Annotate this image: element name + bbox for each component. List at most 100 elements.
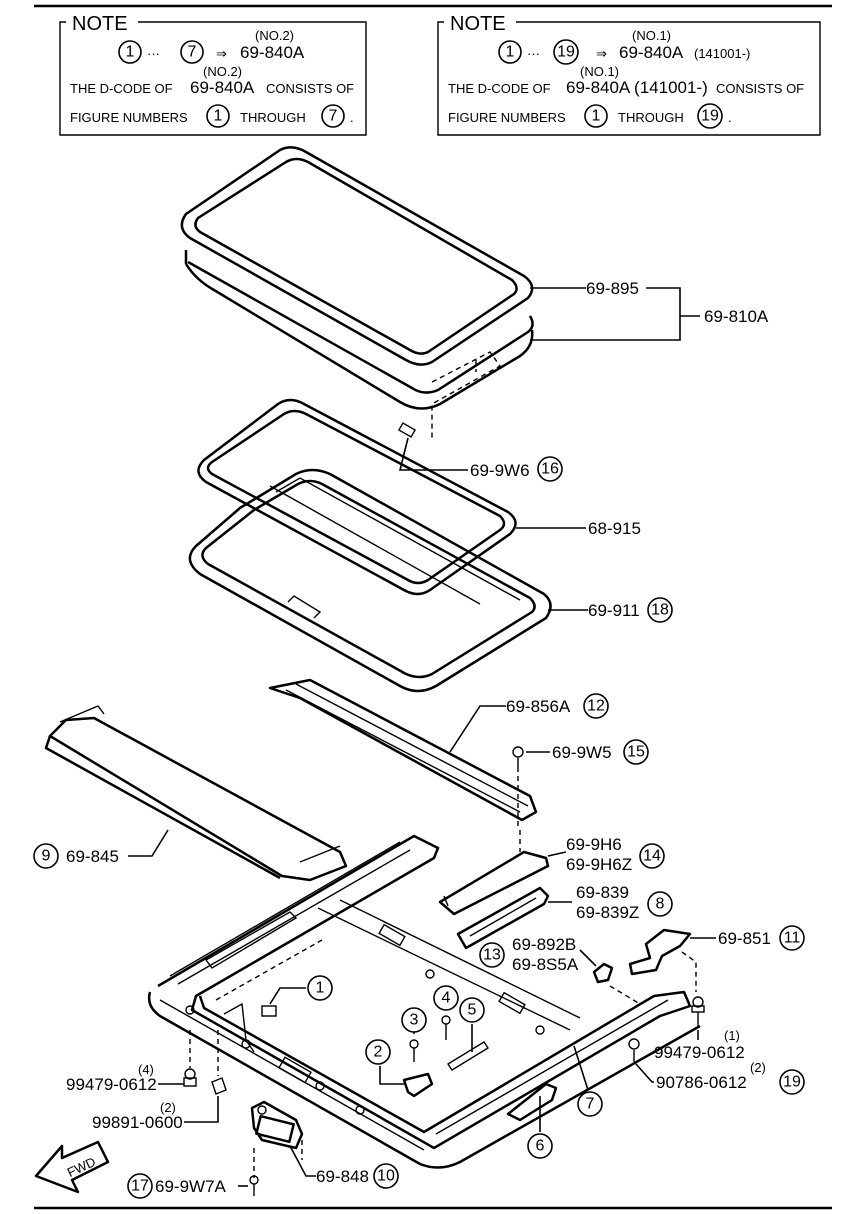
note-line3-pre: FIGURE NUMBERS [70,110,188,125]
note-line2-pre: THE D-CODE OF [448,81,551,96]
label-99891: 99891-0600 [92,1113,183,1132]
callout-5: 5 [468,1002,477,1019]
note-range-start-circle [118,40,142,64]
note-sup-code: (NO.2) [255,28,294,43]
note-line3-mid: THROUGH [618,110,684,125]
label-69-856A: 69-856A [506,697,571,716]
note-line3-pre: FIGURE NUMBERS [448,110,566,125]
note-arrow: ⇒ [216,46,227,61]
note-line3-start: 1 [214,108,223,125]
callout-18: 18 [651,602,669,619]
callout-12-circle [583,693,609,719]
label-90786-qty: (2) [750,1060,766,1075]
callout-16: 16 [541,461,559,478]
callout-15: 15 [627,744,645,761]
label-69-9W5: 69-9W5 [552,743,612,762]
callout-11: 11 [784,930,801,947]
part-fig7 [573,1045,589,1091]
deflector-69-856A [268,678,538,822]
motor-69-848 [250,1100,316,1178]
callout-1-circle [307,975,333,1001]
bolt-99479-left [158,1068,197,1087]
callout-14: 14 [643,848,661,865]
note-box-right: NOTE 1 ··· 19 ⇒ (NO.1) 69-840A (141001-)… [437,13,821,136]
seal-ring-68-915 [197,398,586,596]
part-fig1 [261,987,306,1017]
callout-10-circle [373,1163,399,1189]
bracket-69-892B [579,949,641,1005]
note-line3-end-circle [321,104,345,128]
callout-14-circle [639,843,665,869]
callout-15-circle [623,739,649,765]
label-99479-left-qty: (4) [138,1062,154,1077]
callout-4: 4 [442,990,451,1007]
note-line2-sup: (NO.1) [580,64,619,79]
callout-9-circle [33,843,59,869]
screw-69-9W5 [512,746,550,830]
glass-panel-assembly [180,146,700,440]
note-line3-mid: THROUGH [240,110,306,125]
callout-3-circle [401,1007,427,1033]
screw-69-9W7A [238,1175,259,1196]
callout-11-circle [779,925,805,951]
callout-9: 9 [42,848,51,865]
label-69-9H6: 69-9H6 [566,835,622,854]
callout-6-circle [527,1133,553,1159]
label-69-851: 69-851 [718,929,771,948]
part-fig3 [409,1030,419,1062]
note-line2-pre: THE D-CODE OF [70,81,173,96]
note-line3-start-circle [584,104,608,128]
part-fig5 [447,1024,489,1071]
callout-8: 8 [656,896,665,913]
note-line2-post: CONSISTS OF [716,81,804,96]
note-line2-code: 69-840A [190,78,255,97]
note-heading: NOTE [450,13,506,35]
bolt-90786 [628,1038,654,1083]
callout-6: 6 [536,1138,545,1155]
note-range-end: 19 [557,44,575,61]
frame-69-911 [188,468,588,693]
note-range-end: 7 [188,44,197,61]
callout-7-circle [577,1091,603,1117]
callout-8-circle [647,891,673,917]
note-heading: NOTE [72,13,128,35]
label-99479-left: 99479-0612 [66,1075,157,1094]
note-line2-sup: (NO.2) [203,64,242,79]
label-69-911: 69-911 [588,601,640,620]
callout-4-circle [433,985,459,1011]
callout-17: 17 [131,1178,149,1195]
callout-17-circle [127,1173,153,1199]
note-line3-post: . [728,110,732,125]
callout-1: 1 [316,980,325,997]
note-sup-code: (NO.1) [632,28,671,43]
callout-13-circle [479,942,505,968]
note-ellipsis: ··· [527,46,540,61]
note-range-start: 1 [506,44,515,61]
rail-69-839 [456,886,572,950]
callout-18-circle [647,597,673,623]
callout-2-circle [365,1039,391,1065]
note-line2-code: 69-840A (141001-) [566,78,708,97]
callout-19: 19 [783,1074,801,1091]
note-range-end-circle [553,39,579,65]
nut-99891 [184,1077,227,1123]
fwd-arrow-icon: FWD [34,1140,110,1194]
label-69-892B: 69-892B [512,935,576,954]
label-69-9W7A: 69-9W7A [155,1177,227,1196]
callout-5-circle [459,997,485,1023]
callout-7: 7 [586,1096,595,1113]
callout-3: 3 [410,1012,419,1029]
label-69-895: 69-895 [586,279,639,298]
clip-69-9W6 [397,422,468,471]
note-code: 69-840A [240,43,305,62]
label-69-9W6: 69-9W6 [470,461,530,480]
note-range-start-circle [498,40,522,64]
label-69-845: 69-845 [66,847,119,866]
note-range-end-circle [180,40,204,64]
label-69-848: 69-848 [316,1167,369,1186]
label-69-8S5A: 69-8S5A [512,955,579,974]
label-69-810A: 69-810A [704,307,769,326]
sunroof-housing-frame [147,834,701,1169]
part-fig6 [506,1082,558,1132]
label-69-839Z: 69-839Z [576,903,639,922]
